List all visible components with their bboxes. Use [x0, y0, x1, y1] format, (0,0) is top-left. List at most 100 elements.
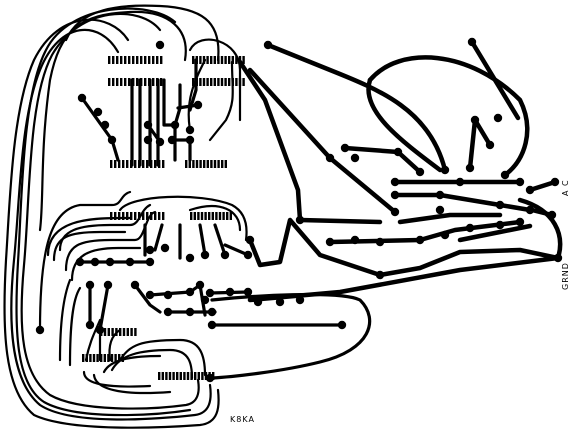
- ic8-top-pin: [92, 354, 96, 362]
- ic2-bottom-pin: [231, 78, 234, 86]
- solder-pad: [495, 200, 505, 210]
- ic2-bottom-pin: [192, 78, 195, 86]
- ic5-top-pin: [146, 212, 149, 220]
- ic4-top-pin: [195, 160, 199, 168]
- solder-pad: [263, 40, 273, 50]
- ic9-top-pin: [172, 372, 175, 380]
- ic1-top-pin: [140, 56, 143, 64]
- ic4-top-pin: [188, 160, 191, 168]
- ic2-bottom-pin: [195, 78, 198, 86]
- solder-pad: [550, 177, 560, 187]
- ic5-top-pin: [134, 212, 137, 220]
- power-traces: [237, 39, 563, 303]
- solder-pad: [103, 280, 113, 290]
- ic6-top-pin: [226, 212, 229, 220]
- ic2-top-pin: [228, 56, 231, 64]
- ic3-top-pin: [110, 160, 113, 168]
- ic3-top-pin: [134, 160, 137, 168]
- solder-pad: [435, 190, 445, 200]
- ic3-top-pin: [138, 160, 141, 168]
- ic2-top-pin: [242, 56, 245, 64]
- ic1-top-pin: [112, 56, 115, 64]
- ic3-top-pin: [154, 160, 157, 168]
- solder-pad: [185, 253, 195, 263]
- ic1-top-pin: [116, 56, 119, 64]
- solder-pad: [390, 177, 400, 187]
- ic7-top-pin: [122, 328, 126, 336]
- ic2-bottom-pin: [242, 78, 245, 86]
- solder-pad: [295, 215, 305, 225]
- solder-pad: [195, 280, 205, 290]
- ic2-top-pin: [206, 56, 209, 64]
- ic1-bottom-pin: [136, 78, 139, 86]
- ic3-top-pin: [158, 160, 161, 168]
- solder-pad: [225, 287, 235, 297]
- solder-pad: [440, 230, 450, 240]
- solder-pad: [105, 257, 115, 267]
- solder-pad: [415, 167, 425, 177]
- ic1-top-pin: [120, 56, 123, 64]
- solder-pad: [243, 287, 253, 297]
- ic4-top-pin: [221, 160, 224, 168]
- ic5-top-pin: [130, 212, 133, 220]
- ic1-top-pin: [124, 56, 127, 64]
- ic2-bottom-pin: [220, 78, 224, 86]
- ic6-top-pin: [200, 212, 204, 220]
- solder-pad: [495, 220, 505, 230]
- solder-pad: [170, 120, 180, 130]
- ic9-top-pin: [165, 372, 168, 380]
- solder-pad: [130, 280, 140, 290]
- ic9-top-pin: [176, 372, 179, 380]
- solder-pad: [155, 40, 165, 50]
- ic2-top-pin: [220, 56, 224, 64]
- solder-pad: [163, 307, 173, 317]
- solder-pad: [93, 107, 103, 117]
- ic8-top-pin: [118, 354, 121, 362]
- solder-pad: [390, 190, 400, 200]
- solder-pad: [185, 135, 195, 145]
- solder-pad: [547, 210, 557, 220]
- ic9-top-pin: [204, 372, 208, 380]
- solder-pad: [193, 100, 203, 110]
- ic4-top-pin: [185, 160, 188, 168]
- ic2-bottom-pin: [213, 78, 216, 86]
- ic6-top-pin: [193, 212, 196, 220]
- solder-pad: [500, 170, 510, 180]
- ic1-top-pin: [144, 56, 147, 64]
- solder-pad: [455, 177, 465, 187]
- ic3-top-pin: [122, 160, 125, 168]
- ic4-top-pin: [224, 160, 227, 168]
- ic1-bottom-pin: [108, 78, 111, 86]
- left-loop-traces: [3, 4, 242, 429]
- solder-pad: [243, 250, 253, 260]
- ic2-top-pin: [199, 56, 202, 64]
- ic8-top-pin: [89, 354, 92, 362]
- solder-pad: [470, 115, 480, 125]
- solder-pad: [525, 185, 535, 195]
- ic8-top-pin: [100, 354, 103, 362]
- solder-pad: [77, 93, 87, 103]
- ic2-bottom-pin: [235, 78, 238, 86]
- solder-pad: [220, 250, 230, 260]
- ic7-top-pin: [134, 328, 137, 336]
- solder-pad: [435, 205, 445, 215]
- ic8-top-pin: [107, 354, 110, 362]
- ic4-top-pin: [210, 160, 213, 168]
- ic1-top-pin: [160, 56, 163, 64]
- ic2-top-pin: [224, 56, 227, 64]
- ic5-top-pin: [150, 212, 153, 220]
- solder-pad: [185, 287, 195, 297]
- ic-footprints: [82, 56, 245, 380]
- solder-pad: [35, 325, 45, 335]
- ic1-bottom-pin: [156, 78, 159, 86]
- solder-pad: [340, 143, 350, 153]
- ic6-top-pin: [218, 212, 222, 220]
- ic1-bottom-pin: [124, 78, 127, 86]
- solder-pad: [465, 223, 475, 233]
- ic2-bottom-pin: [206, 78, 209, 86]
- solder-pad: [207, 320, 217, 330]
- solder-pad: [337, 320, 347, 330]
- ic6-top-pin: [197, 212, 200, 220]
- solder-pad: [415, 235, 425, 245]
- solder-pad: [95, 325, 105, 335]
